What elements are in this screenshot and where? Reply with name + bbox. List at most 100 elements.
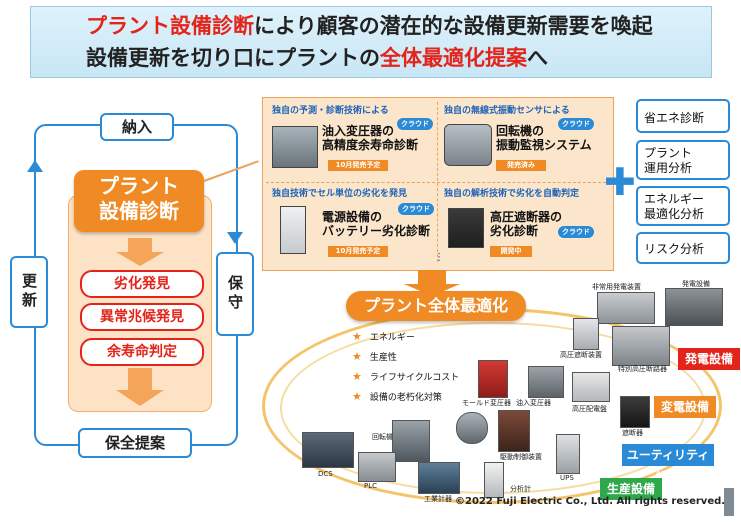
analysis-box-2: プラント 運用分析 <box>636 140 730 180</box>
label-mold-tr: モールド変圧器 <box>462 399 511 407</box>
inverter-image <box>498 410 530 452</box>
opt-point-3-text: ライフサイクルコスト <box>369 373 460 383</box>
opt-point-4: ★ 設備の老朽化対策 <box>352 390 442 403</box>
oil-transformer-image <box>528 366 564 398</box>
headline-line-1: プラント設備診断により顧客の潜在的な設備更新需要を喚起 <box>86 12 653 40</box>
label-breaker: 遮断器 <box>622 429 643 437</box>
header-banner <box>30 6 712 78</box>
big-arrow-shaft <box>418 270 446 286</box>
maintenance-box: 保守 <box>216 252 254 336</box>
instrument-image <box>418 462 460 494</box>
star-icon: ★ <box>352 370 362 383</box>
motor-equip-image <box>456 412 488 444</box>
mold-transformer-image <box>478 360 508 398</box>
down-arrow-head-2 <box>116 390 164 406</box>
renewal-box: 更新 <box>10 256 48 328</box>
status-badge-4: 開発中 <box>490 246 532 257</box>
cycle-arrowhead-up <box>27 160 43 172</box>
down-arrow-shaft <box>128 238 152 252</box>
headline-text-2a: 設備更新を切り口にプラントの <box>86 46 380 70</box>
label-special-hv: 特別高圧断路器 <box>618 365 667 373</box>
tech-label-2: 独自の無線式振動センサによる <box>444 106 570 116</box>
headline-line-2: 設備更新を切り口にプラントの全体最適化提案へ <box>86 44 548 72</box>
status-badge-3: 10月発売予定 <box>328 246 388 257</box>
down-arrow-head <box>116 252 164 266</box>
label-ups: UPS <box>560 474 574 482</box>
analysis-box-3: エネルギー 最適化分析 <box>636 186 730 226</box>
tech-name-1: 油入変圧器の 高精度余寿命診断 <box>322 124 419 152</box>
label-oil-tr: 油入変圧器 <box>516 399 551 407</box>
power-gen-image <box>665 288 723 326</box>
cycle-arrowhead-down <box>227 232 243 244</box>
opt-point-1-text: エネルギー <box>369 333 415 343</box>
battery-cabinet-image <box>280 206 306 254</box>
copyright-text: ©2022 Fuji Electric Co., Ltd. All rights… <box>455 496 726 507</box>
label-rotating: 回転機 <box>372 433 393 441</box>
analysis-box-4: リスク分析 <box>636 232 730 264</box>
tech-label-4: 独自の解析技術で劣化を自動判定 <box>444 189 580 199</box>
motor-image <box>444 124 492 166</box>
transformer-image <box>272 126 318 168</box>
label-emergency-gen: 非常用発電装置 <box>592 283 641 291</box>
label-plc: PLC <box>364 482 378 490</box>
label-instrument: 工業計器 <box>424 495 452 503</box>
page-marker <box>724 488 734 516</box>
diagnosis-title: プラント 設備診断 <box>74 170 204 232</box>
star-icon: ★ <box>352 350 362 363</box>
cloud-badge-3: クラウド <box>398 203 434 215</box>
opt-point-4-text: 設備の老朽化対策 <box>369 393 442 403</box>
issue-pill-2: 異常兆候発見 <box>80 303 204 331</box>
label-hv-panel: 高圧配電盤 <box>572 405 607 413</box>
status-badge-2: 発売済み <box>496 160 546 171</box>
special-hv-image <box>612 326 670 366</box>
hv-switch-image <box>573 318 599 350</box>
rotating-machine-image <box>392 420 430 462</box>
ups-image <box>556 434 580 474</box>
star-icon: ★ <box>352 330 362 343</box>
sector-power: 発電設備 <box>678 348 740 370</box>
analysis-box-1: 省エネ診断 <box>636 99 730 133</box>
analyzer-image <box>484 462 504 498</box>
opt-point-2: ★ 生産性 <box>352 350 397 363</box>
breaker-equip-image <box>620 396 650 428</box>
tech-label-3: 独自技術でセル単位の劣化を発見 <box>272 189 408 199</box>
cloud-badge-1: クラウド <box>397 118 433 130</box>
emergency-generator-image <box>597 292 655 324</box>
tech-name-4: 高圧遮断器の 劣化診断 <box>490 210 563 238</box>
plc-image <box>358 452 396 482</box>
more-dots: ⋮ <box>434 252 444 263</box>
label-inverter: 駆動制御装置 <box>500 453 542 461</box>
sector-substation: 変電設備 <box>654 396 716 418</box>
hv-panel-image <box>572 372 610 402</box>
label-power-gen: 発電設備 <box>682 280 710 288</box>
down-arrow-shaft-2 <box>128 368 152 390</box>
tech-label-1: 独自の予測・診断技術による <box>272 106 389 116</box>
headline-highlight-1: プラント設備診断 <box>86 14 254 38</box>
delivery-box: 納入 <box>100 113 174 141</box>
sector-production: 生産設備 <box>600 478 662 500</box>
tech-name-3: 電源設備の バッテリー劣化診断 <box>322 210 431 238</box>
opt-point-2-text: 生産性 <box>369 353 397 363</box>
headline-highlight-2: 全体最適化提案 <box>380 46 527 70</box>
tech-divider-h <box>266 182 606 183</box>
proposal-box: 保全提案 <box>78 428 192 458</box>
breaker-image <box>448 208 484 248</box>
cloud-badge-2: クラウド <box>558 118 594 130</box>
status-badge-1: 10月発売予定 <box>328 160 388 171</box>
cloud-badge-4: クラウド <box>558 226 594 238</box>
issue-pill-3: 余寿命判定 <box>80 338 204 366</box>
star-icon: ★ <box>352 390 362 403</box>
label-dcs: DCS <box>318 470 333 478</box>
optimization-banner: プラント全体最適化 <box>346 291 526 321</box>
headline-text-2b: へ <box>527 46 548 70</box>
dcs-image <box>302 432 354 468</box>
issue-pill-1: 劣化発見 <box>80 270 204 298</box>
label-hv-switch: 高圧遮断装置 <box>560 351 602 359</box>
sector-utility: ユーティリティ設備 <box>622 444 714 484</box>
opt-point-1: ★ エネルギー <box>352 330 415 343</box>
label-analyzer: 分析計 <box>510 485 531 493</box>
plus-icon: ✚ <box>604 160 636 204</box>
headline-text-1: により顧客の潜在的な設備更新需要を喚起 <box>254 14 653 38</box>
opt-point-3: ★ ライフサイクルコスト <box>352 370 459 383</box>
tech-name-2: 回転機の 振動監視システム <box>496 124 592 152</box>
